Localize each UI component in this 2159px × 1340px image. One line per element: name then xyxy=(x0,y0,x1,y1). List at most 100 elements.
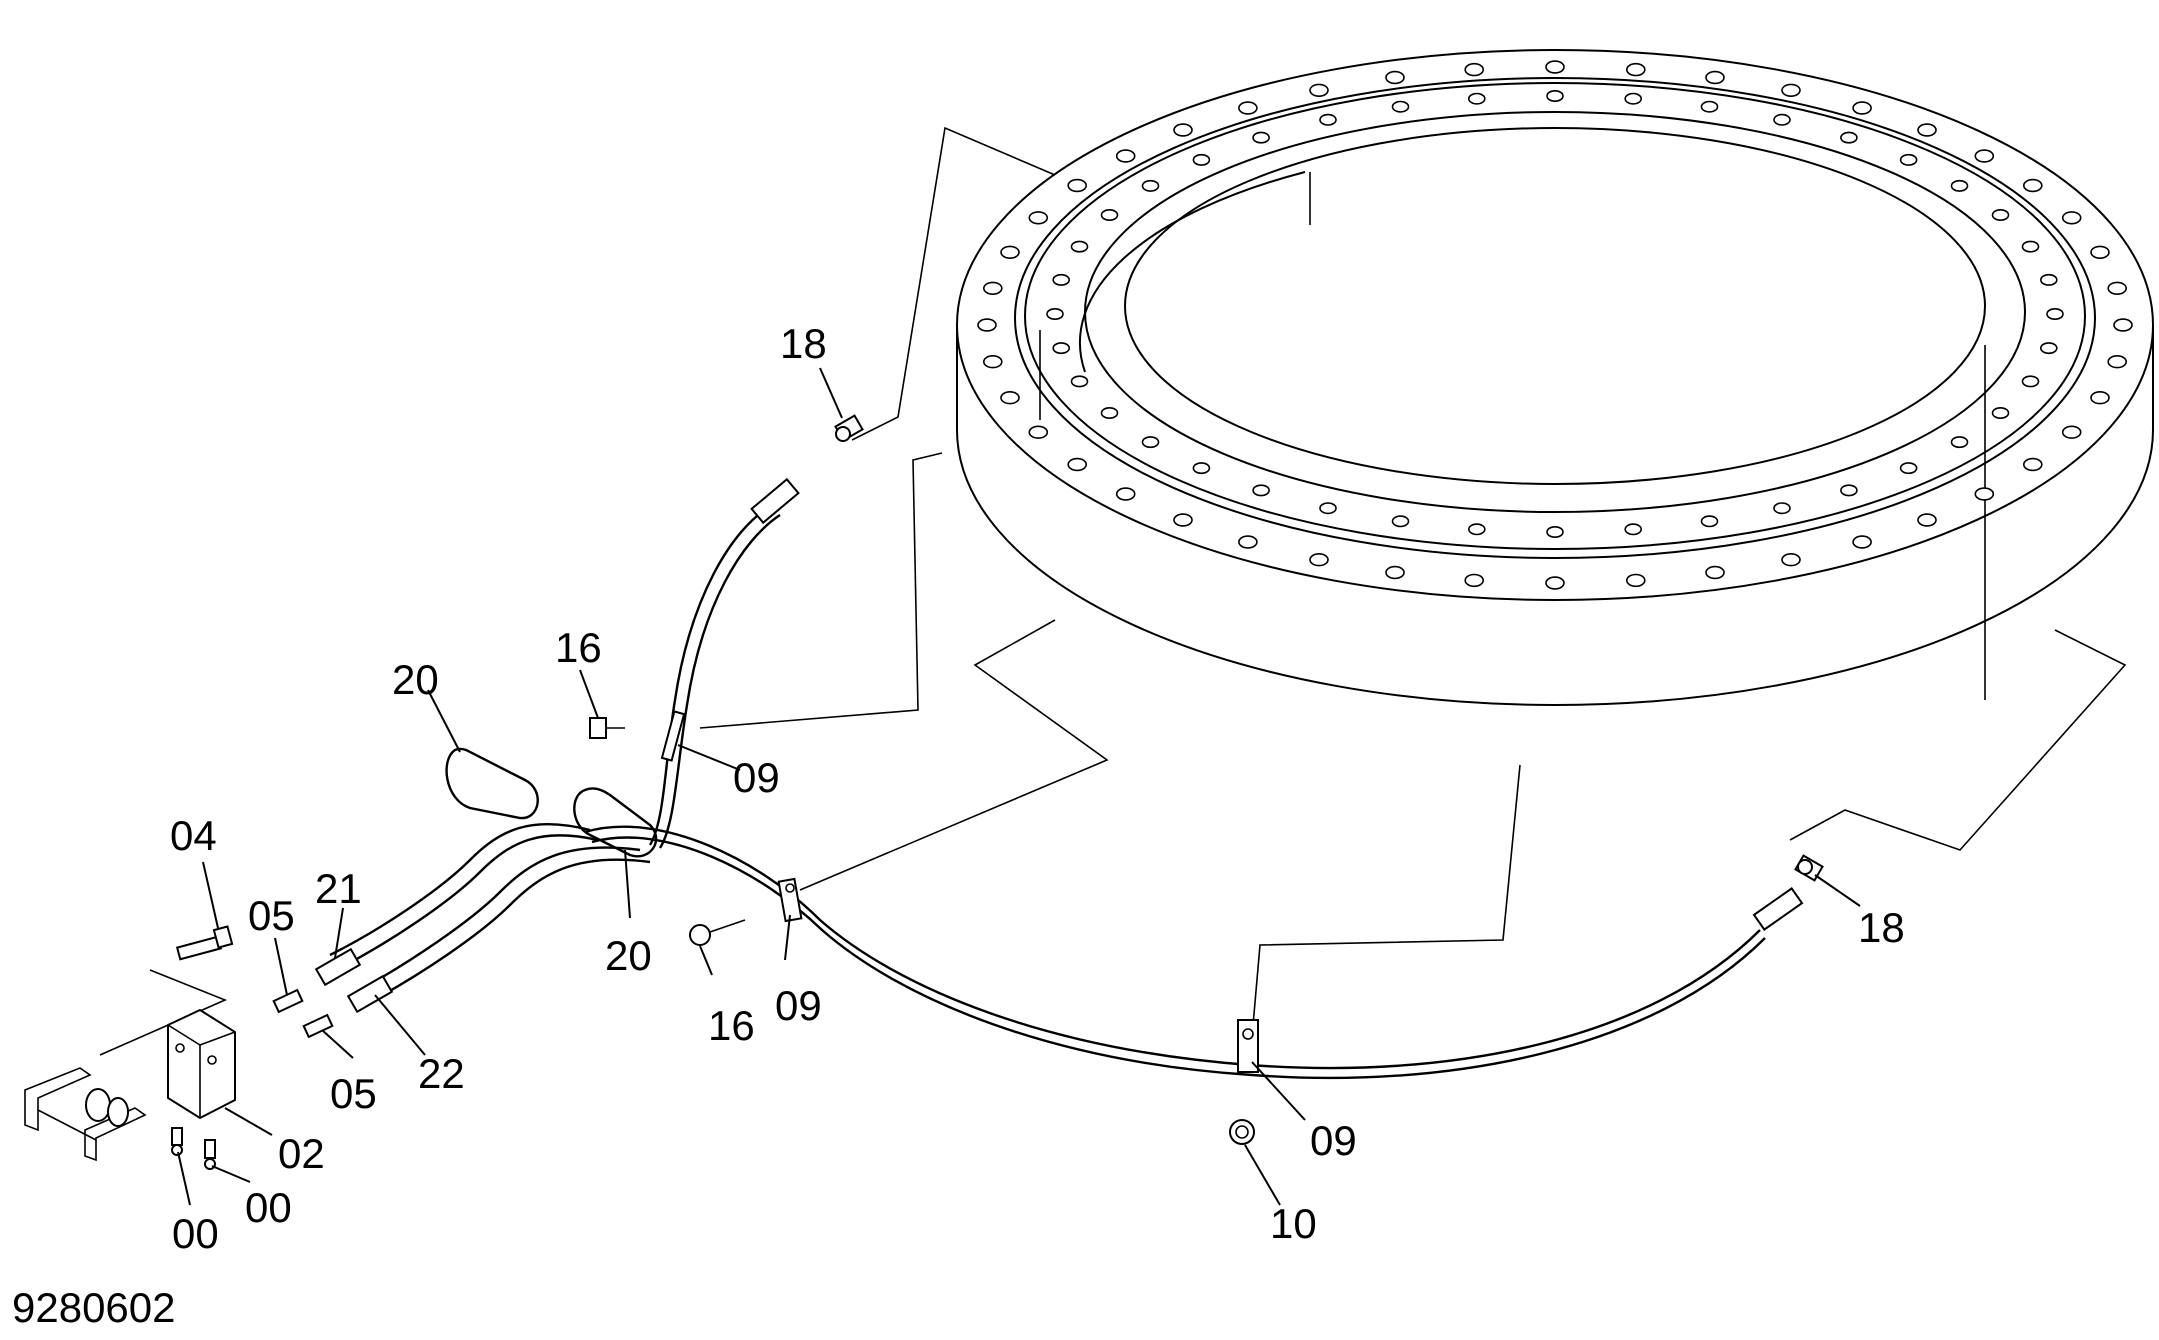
part-label-21: 21 xyxy=(315,865,362,912)
ring-bolt-hole xyxy=(982,281,1003,295)
ring-bolt-hole xyxy=(1309,552,1329,567)
ring-bolt-hole xyxy=(1546,90,1564,103)
ring-bolt-hole xyxy=(1840,484,1858,497)
ring-bolt-hole xyxy=(2023,178,2043,193)
ring-bolt-hole xyxy=(1624,523,1642,536)
ring-bolt-hole xyxy=(1626,573,1646,588)
ring-bolt-hole xyxy=(1991,406,2010,419)
part-label-04: 04 xyxy=(170,812,217,859)
ring-bolt-hole xyxy=(1545,60,1565,74)
ring-bolt-hole xyxy=(2113,318,2133,332)
ring-bolt-hole xyxy=(2107,355,2127,369)
ring-bolt-hole xyxy=(1545,576,1565,590)
drawing-number: 9280602 xyxy=(12,1284,176,1331)
part-label-20-lower: 20 xyxy=(605,932,652,979)
ring-bolt-hole xyxy=(1899,462,1918,475)
ring-bolt-hole xyxy=(1705,70,1725,85)
ring-bolt-hole xyxy=(2046,307,2064,320)
ring-bolt-hole xyxy=(982,355,1003,369)
ring-bolt-hole xyxy=(1700,515,1719,528)
ring-bolt-hole xyxy=(1391,515,1410,528)
ring-bolt-hole xyxy=(2107,281,2127,295)
ring-bolt-hole xyxy=(1899,153,1918,166)
ring-bolt-hole xyxy=(1028,211,1049,225)
ring-bolt-hole xyxy=(1852,535,1872,549)
hoses xyxy=(329,503,1766,1080)
part-label-18-right: 18 xyxy=(1858,904,1905,951)
ring-bolt-hole xyxy=(2090,245,2110,260)
part-label-10: 10 xyxy=(1270,1200,1317,1247)
ring-bolt-hole xyxy=(1000,245,1020,260)
ring-bolt-hole xyxy=(1319,502,1337,515)
ring-bolt-hole xyxy=(1773,113,1791,126)
ring-bolt-hole xyxy=(2061,211,2082,225)
part-label-00-right: 00 xyxy=(245,1184,292,1231)
ring-bolt-hole xyxy=(1700,100,1719,113)
ring-bolt-hole xyxy=(1141,179,1160,192)
ring-bolt-hole xyxy=(1070,240,1089,253)
ring-bolt-hole xyxy=(1115,149,1136,163)
ring-bolt-hole xyxy=(1991,209,2010,222)
elbow-fitting-18-right xyxy=(1794,854,1824,882)
ring-bolt-hole xyxy=(1238,101,1258,115)
part-label-22: 22 xyxy=(418,1050,465,1097)
mounting-bracket xyxy=(24,1067,147,1162)
ring-bolt-hole xyxy=(2023,457,2043,472)
ring-bolt-hole xyxy=(2021,240,2040,253)
part-label-05-upper: 05 xyxy=(248,892,295,939)
ring-bolt-hole xyxy=(2090,391,2110,405)
ring-bolt-hole xyxy=(1391,100,1410,113)
ring-bolt-hole xyxy=(2021,375,2040,388)
ring-bolt-hole xyxy=(1950,179,1969,192)
ring-bolt-hole xyxy=(1464,62,1484,77)
clamps xyxy=(445,747,658,858)
ring-bolt-hole xyxy=(1000,391,1020,405)
ring-bolt-hole xyxy=(1100,209,1119,222)
ring-bolt-hole xyxy=(1385,70,1405,85)
ring-bolt-hole xyxy=(1070,375,1089,388)
ring-bolt-hole xyxy=(1626,62,1646,77)
ring-bolt-hole xyxy=(977,318,997,332)
ring-bolt-hole xyxy=(1852,101,1872,115)
leader-lines xyxy=(99,126,2127,1061)
ring-bolt-hole xyxy=(1319,113,1337,126)
ring-bolt-hole xyxy=(2040,273,2058,286)
ring-bolt-hole xyxy=(1974,487,1995,501)
ring-bolt-hole xyxy=(1773,502,1791,515)
slewing-ring xyxy=(956,49,2154,706)
fittings xyxy=(24,414,1824,1170)
part-label-09-middle: 09 xyxy=(775,982,822,1029)
ring-bolt-hole xyxy=(1252,131,1270,144)
ring-bolt-hole xyxy=(1624,92,1642,105)
ring-bolt-hole xyxy=(1974,149,1995,163)
ring-bolt-hole xyxy=(1046,307,1064,320)
ring-bolt-hole xyxy=(1468,92,1486,105)
ring-bolt-hole xyxy=(1252,484,1270,497)
ring-bolt-hole xyxy=(1173,513,1193,527)
part-label-16-lower: 16 xyxy=(708,1002,755,1049)
ring-bolt-hole xyxy=(1052,273,1070,286)
ring-bolt-hole xyxy=(1464,573,1484,588)
ring-bolt-hole xyxy=(1192,153,1211,166)
ring-bolt-hole xyxy=(1468,523,1486,536)
ring-bolt-hole xyxy=(1192,462,1211,475)
ring-bolt-hole xyxy=(1309,83,1329,98)
ring-bolt-hole xyxy=(1238,535,1258,549)
part-label-20-upper: 20 xyxy=(392,656,439,703)
ring-bolt-hole xyxy=(1028,425,1049,439)
label-leaders xyxy=(177,367,1861,1206)
ring-bolt-hole xyxy=(1141,436,1160,449)
part-label-09-upper: 09 xyxy=(733,754,780,801)
ring-bolt-hole xyxy=(1781,552,1801,567)
ring-bolt-hole xyxy=(1781,83,1801,98)
ring-bolt-hole xyxy=(2061,425,2082,439)
ring-bolt-hole xyxy=(1100,406,1119,419)
ring-bolt-hole xyxy=(1917,513,1937,527)
part-labels: 18 18 16 16 20 20 09 09 09 04 05 05 21 2… xyxy=(12,320,1905,1331)
ring-bolt-hole xyxy=(1917,123,1937,137)
ring-bolt-hole xyxy=(1385,565,1405,580)
distribution-block-02 xyxy=(167,1008,236,1120)
ring-bolt-hole xyxy=(1067,178,1087,193)
ring-bolt-hole xyxy=(1546,525,1564,538)
